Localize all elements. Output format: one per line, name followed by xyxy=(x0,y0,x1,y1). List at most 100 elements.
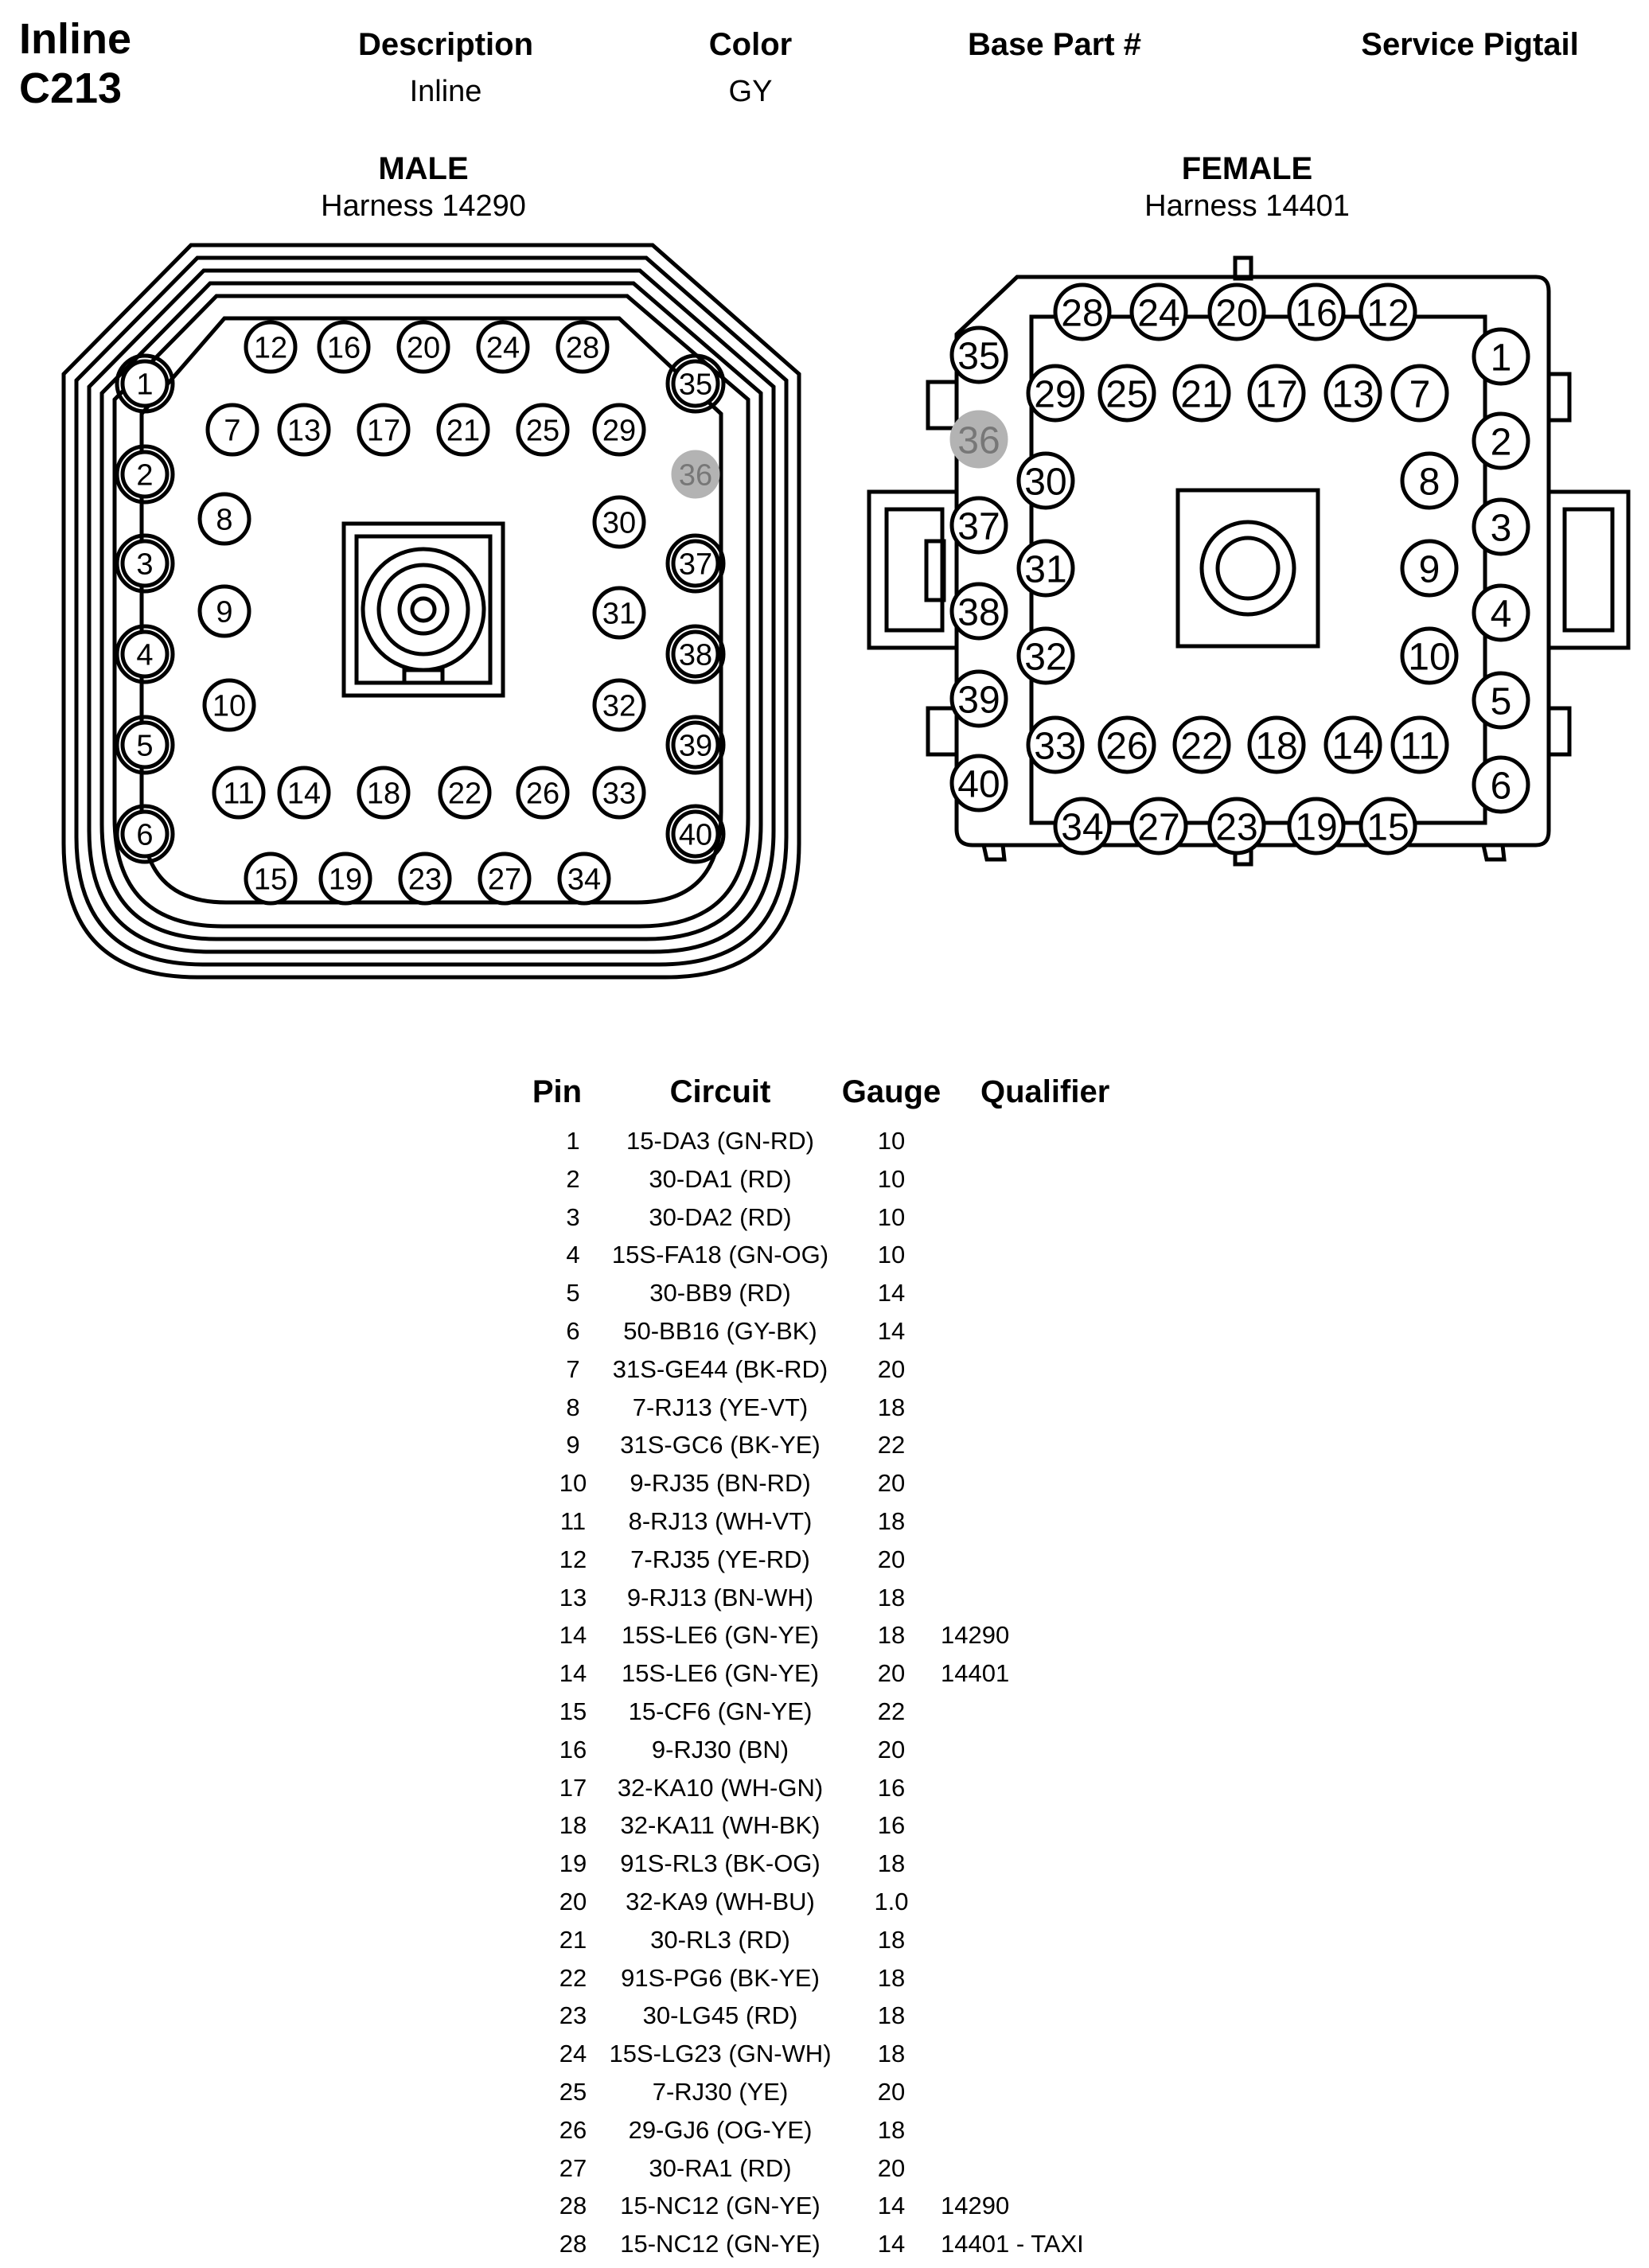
circuit-cell: 32-KA10 (WH-GN) xyxy=(617,1773,824,1802)
pin-label: 40 xyxy=(957,763,1000,805)
pin-label: 23 xyxy=(1215,806,1257,848)
pin-23: 23 xyxy=(1207,797,1266,855)
pin-cell: 1 xyxy=(566,1127,580,1155)
circuit-cell: 30-BB9 (RD) xyxy=(649,1279,791,1307)
gauge-cell: 10 xyxy=(877,1164,906,1193)
pin-label: 37 xyxy=(679,548,712,582)
pin-label: 19 xyxy=(329,863,362,897)
pin-40: 40 xyxy=(665,804,726,864)
circuit-cell: 32-KA11 (WH-BK) xyxy=(620,1811,821,1840)
connector-title-line1: Inline xyxy=(19,15,132,63)
pin-1: 1 xyxy=(115,353,175,414)
pin-32: 32 xyxy=(592,678,646,732)
pin-37: 37 xyxy=(665,533,726,594)
pin-24: 24 xyxy=(476,320,530,374)
gauge-column-header: Gauge xyxy=(841,1074,941,1109)
pin-label: 20 xyxy=(1215,292,1257,334)
pin-label: 24 xyxy=(486,332,520,365)
circuit-cell: 9-RJ30 (BN) xyxy=(651,1735,789,1763)
pin-cell: 11 xyxy=(559,1507,587,1535)
pin-column-header: Pin xyxy=(532,1074,583,1109)
pin-16: 16 xyxy=(317,320,371,374)
pin-26: 26 xyxy=(516,766,570,820)
pin-14: 14 xyxy=(1323,715,1382,774)
pin-label: 28 xyxy=(1061,292,1103,334)
pin-label: 29 xyxy=(1034,373,1076,415)
gauge-cell: 14 xyxy=(877,2230,906,2258)
qualifier-column-header: Qualifier xyxy=(980,1074,1110,1109)
pin-39: 39 xyxy=(665,715,726,775)
pin-cell: 27 xyxy=(559,2153,587,2182)
pin-18: 18 xyxy=(1247,715,1306,774)
pin-30: 30 xyxy=(1016,451,1075,510)
pin-24: 24 xyxy=(1129,283,1188,341)
pin-cell: 24 xyxy=(559,2040,587,2068)
pin-12: 12 xyxy=(244,320,298,374)
pin-34: 34 xyxy=(1053,797,1112,855)
pin-33: 33 xyxy=(592,766,646,820)
pin-label: 34 xyxy=(567,863,601,897)
pin-16: 16 xyxy=(1287,283,1346,341)
circuit-cell: 32-KA9 (WH-BU) xyxy=(626,1888,815,1915)
pin-cell: 14 xyxy=(559,1659,587,1688)
gauge-cell: 10 xyxy=(877,1202,906,1231)
female-title: FEMALE xyxy=(1181,151,1313,186)
pin-36: 36 xyxy=(671,450,720,499)
pin-label: 35 xyxy=(679,368,712,402)
pin-31: 31 xyxy=(592,586,646,640)
gauge-cell: 18 xyxy=(877,1849,906,1878)
circuit-cell: 29-GJ6 (OG-YE) xyxy=(628,2115,813,2144)
pin-5: 5 xyxy=(1472,671,1530,730)
gauge-cell: 18 xyxy=(877,2001,906,2030)
circuit-cell: 7-RJ30 (YE) xyxy=(652,2078,789,2106)
pin-38: 38 xyxy=(949,582,1008,641)
gauge-cell: 22 xyxy=(877,1431,906,1459)
circuit-cell: 9-RJ35 (BN-RD) xyxy=(630,1469,811,1498)
circuit-cell: 31S-GE44 (BK-RD) xyxy=(612,1354,828,1383)
pin-4: 4 xyxy=(1472,583,1530,642)
pin-cell: 17 xyxy=(559,1773,587,1802)
pin-cell: 4 xyxy=(566,1241,580,1269)
pin-cell: 25 xyxy=(559,2078,587,2106)
pin-1: 1 xyxy=(1472,327,1530,386)
base-part-header: Base Part # xyxy=(968,27,1141,62)
pin-label: 10 xyxy=(1408,636,1450,678)
circuit-cell: 30-DA1 (RD) xyxy=(649,1164,792,1193)
pin-label: 22 xyxy=(1180,725,1222,767)
gauge-cell: 18 xyxy=(877,1393,906,1421)
pin-3: 3 xyxy=(115,533,175,594)
pin-label: 6 xyxy=(1491,765,1512,807)
gauge-cell: 14 xyxy=(877,1279,906,1307)
pin-25: 25 xyxy=(1097,364,1156,423)
pin-cell: 22 xyxy=(559,1963,587,1992)
pin-label: 3 xyxy=(136,548,153,582)
circuit-cell: 9-RJ13 (BN-WH) xyxy=(626,1583,814,1611)
pin-label: 32 xyxy=(1024,636,1066,678)
pin-cell: 6 xyxy=(566,1317,580,1345)
pin-label: 12 xyxy=(254,332,287,365)
pin-label: 13 xyxy=(1331,373,1374,415)
pin-10: 10 xyxy=(1400,626,1459,685)
pin-label: 2 xyxy=(136,459,153,493)
gauge-cell: 1.0 xyxy=(874,1888,909,1915)
pin-label: 1 xyxy=(136,368,153,402)
pin-label: 11 xyxy=(1400,725,1440,767)
pin-6: 6 xyxy=(1472,755,1530,814)
pin-20: 20 xyxy=(396,320,450,374)
connector-title-line2: C213 xyxy=(19,64,123,112)
pin-cell: 28 xyxy=(559,2230,587,2258)
pin-label: 30 xyxy=(1024,461,1066,503)
male-title: MALE xyxy=(378,151,469,186)
